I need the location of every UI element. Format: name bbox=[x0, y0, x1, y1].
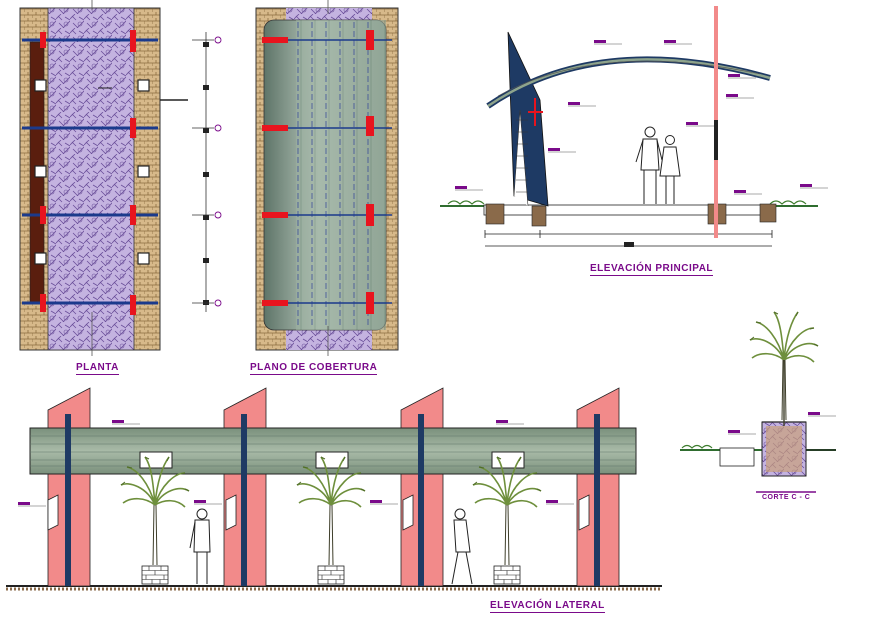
caption-elevacion-principal: ELEVACIÓN PRINCIPAL bbox=[590, 263, 714, 276]
caption-corte-text: CORTE C - C bbox=[762, 494, 811, 501]
elevacion-principal bbox=[440, 6, 829, 247]
caption-plano-cobertura-underline bbox=[250, 374, 378, 375]
human-figures bbox=[635, 126, 681, 204]
lateral-human-figures bbox=[189, 508, 473, 585]
corte-c-c bbox=[680, 311, 837, 493]
caption-plano-cobertura: PLANO DE COBERTURA bbox=[250, 362, 378, 375]
caption-elevacion-principal-underline bbox=[590, 275, 714, 276]
caption-elevacion-lateral-text: ELEVACIÓN LATERAL bbox=[490, 600, 605, 611]
caption-elevacion-principal-text: ELEVACIÓN PRINCIPAL bbox=[590, 263, 714, 274]
caption-planta-underline bbox=[76, 374, 119, 375]
dimension-chain bbox=[192, 32, 222, 312]
caption-planta-text: PLANTA bbox=[76, 362, 119, 373]
caption-plano-cobertura-text: PLANO DE COBERTURA bbox=[250, 362, 378, 373]
caption-corte: CORTE C - C bbox=[762, 494, 810, 501]
elevacion-lateral bbox=[6, 387, 662, 591]
caption-elevacion-lateral: ELEVACIÓN LATERAL bbox=[490, 600, 605, 613]
caption-planta: PLANTA bbox=[76, 362, 119, 375]
caption-elevacion-lateral-underline bbox=[490, 612, 605, 613]
planta-plan bbox=[19, 0, 188, 356]
plano-cobertura bbox=[255, 0, 399, 356]
